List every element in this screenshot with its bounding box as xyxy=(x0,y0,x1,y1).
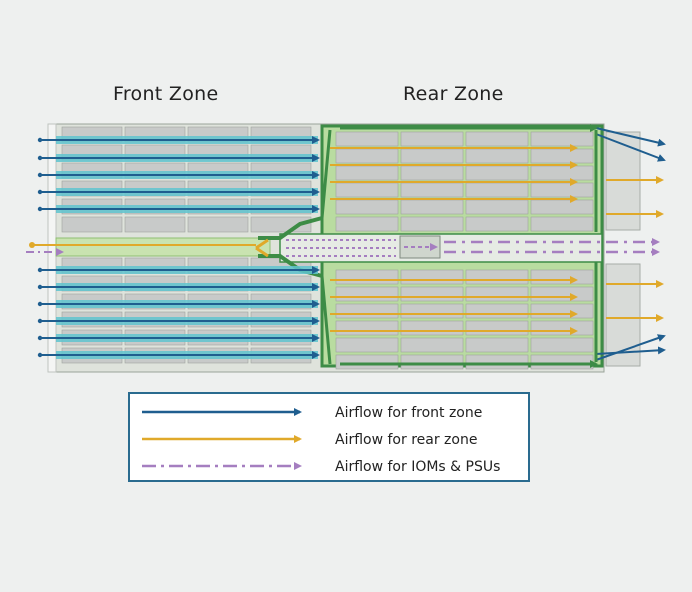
rear-top-drive xyxy=(530,199,594,215)
front-exhaust-arrow xyxy=(595,133,666,162)
rear-bottom-drive xyxy=(335,303,399,319)
rear-top-drive xyxy=(335,182,399,198)
legend-item-rear-zone: Airflow for rear zone xyxy=(130,429,528,455)
rear-bottom-drive xyxy=(335,269,399,285)
rear-bottom-drive xyxy=(530,269,594,285)
frame-left-top xyxy=(320,129,332,219)
front-airflow-origin xyxy=(37,352,43,358)
front-top-drive xyxy=(61,216,123,233)
front-airflow-origin xyxy=(37,206,43,212)
rear-top-drive xyxy=(400,199,464,215)
rear-bottom-drive xyxy=(465,269,529,285)
rear-bottom-drive xyxy=(530,286,594,302)
front-bezel xyxy=(47,123,57,373)
rear-top-drive xyxy=(465,182,529,198)
rear-bottom-drive xyxy=(335,320,399,336)
rear-top-drive xyxy=(400,216,464,232)
rear-zone-airflow xyxy=(29,144,664,335)
front-airflow-origin xyxy=(37,137,43,143)
legend-label-front: Airflow for front zone xyxy=(335,405,483,421)
front-airflow-origin xyxy=(37,172,43,178)
psu-bottom xyxy=(605,263,641,367)
legend-item-iom-psu: Airflow for IOMs & PSUs xyxy=(130,456,528,482)
front-airflow-origin xyxy=(37,284,43,290)
rear-top-drive xyxy=(465,199,529,215)
rear-top-drive xyxy=(465,131,529,147)
rear-top-drive xyxy=(530,148,594,164)
front-exhaust-arrow xyxy=(595,334,666,361)
rear-bottom-drive xyxy=(400,354,464,370)
rear-top-drive xyxy=(465,148,529,164)
rear-bottom-drive xyxy=(465,354,529,370)
front-top-drive xyxy=(124,216,186,233)
frame-airflow xyxy=(320,124,598,368)
front-center-channel xyxy=(55,237,271,257)
rear-zone-title: Rear Zone xyxy=(403,83,504,105)
rear-top-drive xyxy=(400,165,464,181)
front-exhaust-arrow xyxy=(595,127,666,147)
rear-top-drive xyxy=(530,165,594,181)
rear-top-drive xyxy=(530,182,594,198)
rear-bottom-drive xyxy=(400,286,464,302)
rear-top-drive xyxy=(465,165,529,181)
front-airflow-origin xyxy=(37,318,43,324)
legend-line-front xyxy=(142,408,302,416)
legend-line-rear xyxy=(142,435,302,443)
front-zone-title: Front Zone xyxy=(113,83,219,105)
rear-bottom-drive xyxy=(335,286,399,302)
front-airflow-origin xyxy=(37,301,43,307)
legend-label-rear: Airflow for rear zone xyxy=(335,432,478,448)
rear-bottom-drive xyxy=(335,354,399,370)
rear-top-drive xyxy=(465,216,529,232)
rear-top-drive xyxy=(400,182,464,198)
rear-top-drive xyxy=(400,148,464,164)
rear-bottom-drive xyxy=(400,337,464,353)
frame-left-bottom xyxy=(320,275,332,365)
iom-psu-airflow xyxy=(26,238,660,257)
front-airflow-origin xyxy=(37,267,43,273)
rear-top-drive xyxy=(335,216,399,232)
rear-bottom-drive xyxy=(530,337,594,353)
rear-top-drive xyxy=(530,131,594,147)
rear-bottom-drive xyxy=(400,320,464,336)
enclosure-illustration xyxy=(26,123,666,373)
funnel-split xyxy=(255,238,269,258)
front-airflow-origin xyxy=(37,155,43,161)
iom-channel xyxy=(279,233,603,263)
rear-intake-origin xyxy=(29,242,35,248)
rear-top-drive xyxy=(335,199,399,215)
rear-bottom-drive xyxy=(465,286,529,302)
rear-top-drive xyxy=(335,131,399,147)
front-airflow-origin xyxy=(37,189,43,195)
rear-bottom-drive xyxy=(400,269,464,285)
front-exhaust-arrow xyxy=(595,346,666,355)
rear-bottom-drive xyxy=(465,337,529,353)
front-airflow-origin xyxy=(37,335,43,341)
rear-top-drive xyxy=(400,131,464,147)
rear-bottom-drive xyxy=(530,354,594,370)
legend: Airflow for front zone Airflow for rear … xyxy=(128,392,530,482)
rear-bottom-drive xyxy=(465,320,529,336)
legend-line-iom xyxy=(142,462,302,470)
rear-top-drive xyxy=(335,148,399,164)
legend-label-iom: Airflow for IOMs & PSUs xyxy=(335,459,501,475)
rear-top-drive-group xyxy=(335,131,594,232)
rear-top-drive xyxy=(335,165,399,181)
rear-bottom-drive xyxy=(465,303,529,319)
front-top-drive xyxy=(187,216,249,233)
legend-item-front-zone: Airflow for front zone xyxy=(130,402,528,428)
rear-bottom-drive xyxy=(400,303,464,319)
rear-bottom-drive xyxy=(335,337,399,353)
front-zone-airflow xyxy=(37,127,666,361)
rear-bottom-drive xyxy=(530,320,594,336)
rear-top-drive xyxy=(530,216,594,232)
rear-bottom-drive xyxy=(530,303,594,319)
